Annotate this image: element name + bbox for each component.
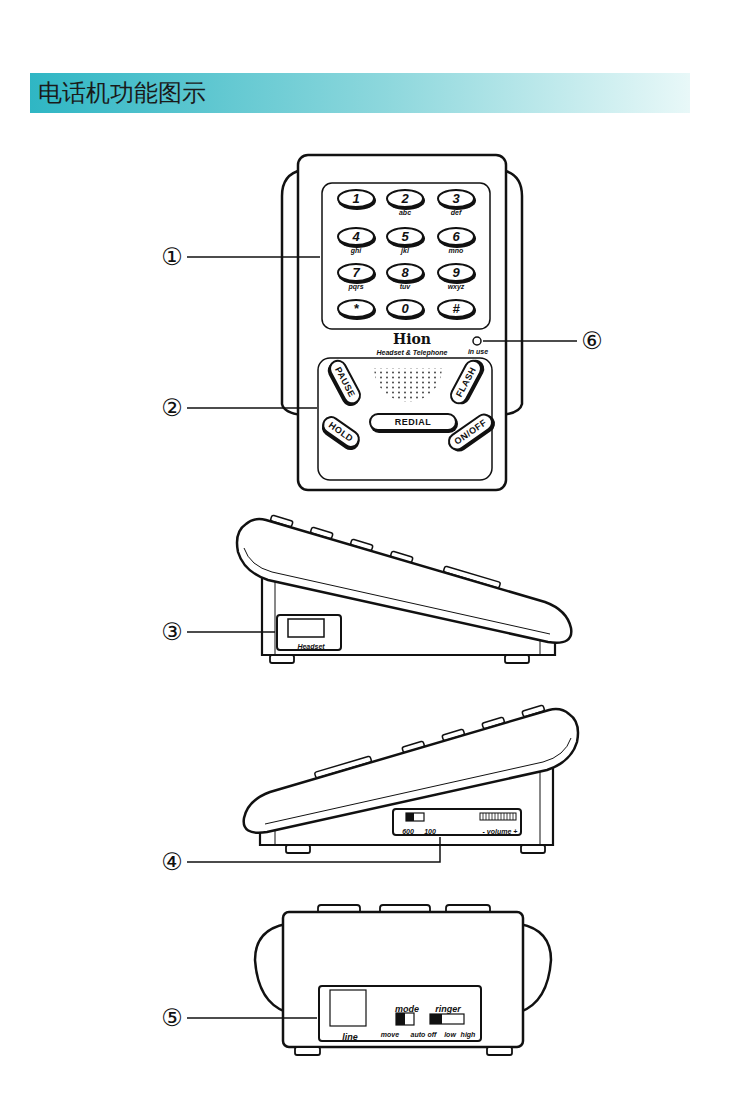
key-letters: jkl: [401, 247, 409, 254]
function-button: REDIAL: [369, 413, 457, 431]
keypad-button: 8tuv: [386, 263, 424, 282]
connector-panel: Headset: [276, 614, 342, 651]
callout-number: ⑤: [161, 1006, 183, 1030]
key-letters: tuv: [400, 283, 411, 290]
connector-panel: 600 100 - volume +: [392, 808, 522, 836]
callout-number: ②: [161, 396, 183, 420]
indicator-label: in use: [468, 348, 488, 355]
part-label: high: [461, 1031, 476, 1038]
key-letters: ghi: [351, 247, 362, 254]
part-label: 7: [352, 266, 359, 279]
part-label: #: [452, 302, 459, 315]
part-label: 600: [402, 828, 414, 835]
keypad-button: 9wxyz: [437, 263, 475, 282]
keypad-button: 2abc: [386, 189, 424, 208]
brand-subtitle: Headset & Telephone: [377, 349, 448, 356]
part-label: auto: [411, 1031, 426, 1038]
part-label: 1: [352, 192, 359, 205]
keypad-button: 5jkl: [386, 227, 424, 246]
part-label: move: [381, 1031, 399, 1038]
callout-number: ①: [161, 245, 183, 269]
callout-number: ④: [161, 850, 183, 874]
connector-panel: line mode move auto ringer offlowhigh: [318, 985, 482, 1042]
key-letters: def: [451, 209, 462, 216]
part-label: mode: [395, 1005, 419, 1014]
keypad-button: 1: [337, 189, 375, 208]
callout-number: ③: [161, 620, 183, 644]
callout-number: ⑥: [581, 329, 603, 353]
keypad-button: 6mno: [437, 227, 475, 246]
part-label: ringer: [435, 1005, 461, 1014]
key-letters: abc: [399, 209, 411, 216]
part-label: 4: [352, 230, 359, 243]
key-letters: wxyz: [448, 283, 465, 290]
part-label: 0: [401, 302, 408, 315]
part-label: *: [353, 302, 358, 315]
part-label: 9: [452, 266, 459, 279]
part-label: line: [342, 1033, 358, 1042]
keypad-button: 0: [386, 299, 424, 318]
part-label: REDIAL: [395, 418, 432, 427]
part-label: 3: [452, 192, 459, 205]
part-label: low: [444, 1031, 456, 1038]
keypad-button: 3def: [437, 189, 475, 208]
part-label: 100: [424, 828, 436, 835]
key-letters: pqrs: [348, 283, 363, 290]
brand-logo: Hion: [393, 332, 431, 346]
keypad-button: #: [437, 299, 475, 318]
keypad-button: *: [337, 299, 375, 318]
part-label: - volume +: [483, 828, 518, 835]
part-label: 6: [452, 230, 459, 243]
part-label: 2: [401, 192, 408, 205]
keypad-button: 4ghi: [337, 227, 375, 246]
part-label: Headset: [297, 643, 324, 650]
part-label: off: [428, 1031, 437, 1038]
key-letters: mno: [449, 247, 464, 254]
keypad-button: 7pqrs: [337, 263, 375, 282]
page-title: 电话机功能图示: [38, 78, 206, 108]
part-label: 5: [401, 230, 408, 243]
part-label: 8: [401, 266, 408, 279]
